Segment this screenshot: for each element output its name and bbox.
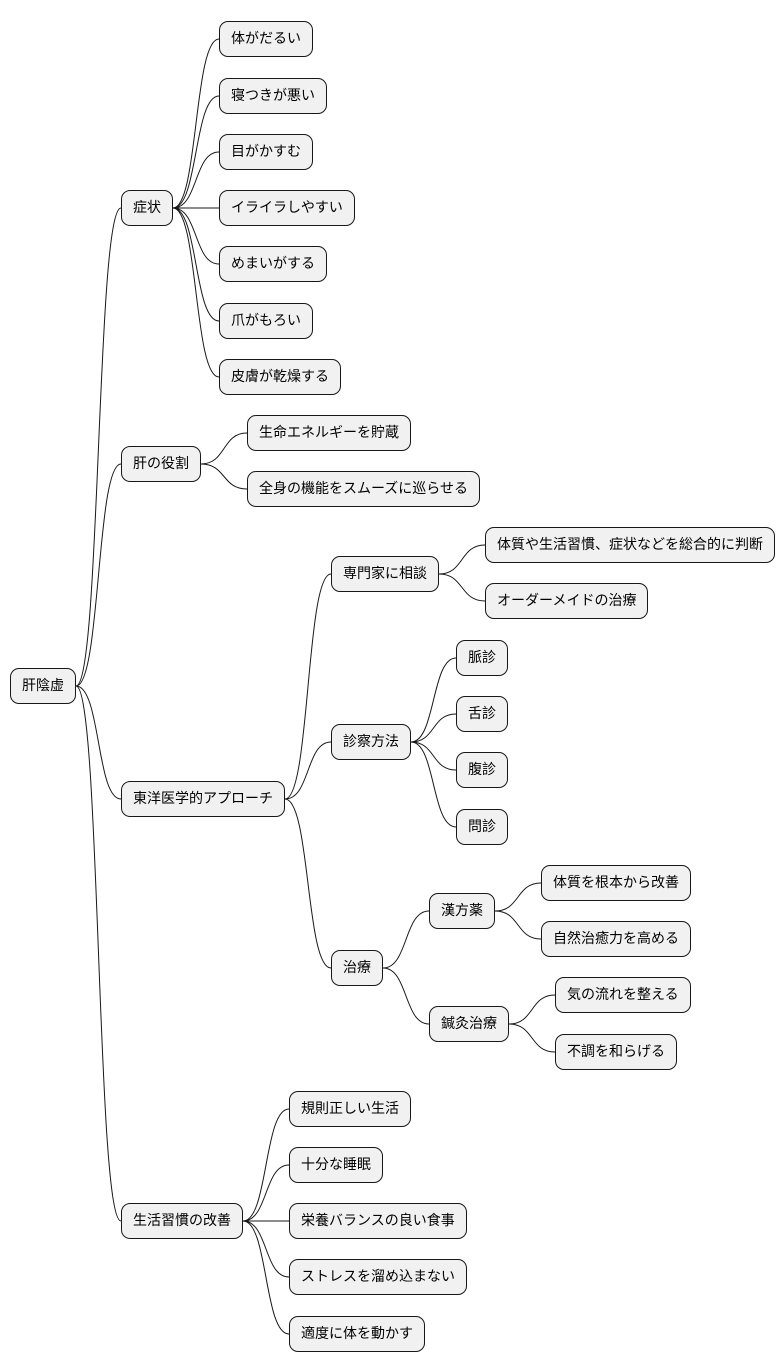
node-improve-constitution: 体質を根本から改善 xyxy=(541,865,691,901)
connector-node-role-store-energy xyxy=(200,432,248,465)
node-symptoms: 症状 xyxy=(121,190,173,226)
connector-node-manage-stress xyxy=(242,1220,290,1278)
node-symptom-brittle-nails: 爪がもろい xyxy=(219,303,313,339)
connector-node-ease-discomfort xyxy=(508,1023,556,1053)
node-symptom-blurred-vision: 目がかすむ xyxy=(219,134,313,170)
connector-node-symptom-dizziness xyxy=(172,207,220,265)
node-boost-healing: 自然治癒力を高める xyxy=(541,921,691,957)
node-tongue-diagnosis: 舌診 xyxy=(456,696,508,732)
connector-node-symptom-blurred-vision xyxy=(172,151,220,209)
node-tailored-treatment: オーダーメイドの治療 xyxy=(485,583,649,619)
connector-node-improve-constitution xyxy=(494,882,542,912)
node-pulse-diagnosis: 脈診 xyxy=(456,640,508,676)
connector-node-symptom-fatigue xyxy=(172,38,220,209)
node-interview-diagnosis: 問診 xyxy=(456,809,508,845)
connector-node-interview-diagnosis xyxy=(410,741,457,828)
connector-node-consult-expert xyxy=(284,573,332,800)
connector-node-role-smooth-circulation xyxy=(200,463,248,490)
connector-node-symptom-poor-sleep-onset xyxy=(172,95,220,209)
node-eastern-medicine-approach: 東洋医学的アプローチ xyxy=(121,781,285,817)
node-role-store-energy: 生命エネルギーを貯蔵 xyxy=(247,415,411,451)
node-symptom-fatigue: 体がだるい xyxy=(219,21,313,57)
node-treatment: 治療 xyxy=(331,950,383,986)
connector-node-symptom-brittle-nails xyxy=(172,207,220,322)
node-lifestyle-improvement: 生活習慣の改善 xyxy=(121,1203,243,1239)
connector-node-moderate-exercise xyxy=(242,1220,290,1335)
connector-node-holistic-judgment xyxy=(438,544,486,575)
connector-node-herbal-medicine xyxy=(382,910,430,969)
connector-node-acupuncture xyxy=(382,967,430,1025)
node-examination-methods: 診察方法 xyxy=(331,724,411,760)
node-herbal-medicine: 漢方薬 xyxy=(429,893,495,929)
connector-node-treatment xyxy=(284,798,332,969)
node-enough-sleep: 十分な睡眠 xyxy=(289,1147,383,1183)
connector-node-regular-life xyxy=(242,1108,290,1222)
node-regulate-qi-flow: 気の流れを整える xyxy=(555,977,691,1013)
node-holistic-judgment: 体質や生活習慣、症状などを総合的に判断 xyxy=(485,527,775,563)
connector-node-abdominal-diagnosis xyxy=(410,741,457,771)
node-ease-discomfort: 不調を和らげる xyxy=(555,1034,677,1070)
connector-node-tailored-treatment xyxy=(438,573,486,602)
connector-node-liver-role xyxy=(75,463,122,687)
node-abdominal-diagnosis: 腹診 xyxy=(456,752,508,788)
connector-node-eastern-medicine-approach xyxy=(75,685,122,800)
node-symptom-dry-skin: 皮膚が乾燥する xyxy=(219,359,341,395)
connector-node-symptoms xyxy=(75,207,122,687)
node-acupuncture: 鍼灸治療 xyxy=(429,1006,509,1042)
node-symptom-dizziness: めまいがする xyxy=(219,246,327,282)
connector-node-boost-healing xyxy=(494,910,542,940)
node-moderate-exercise: 適度に体を動かす xyxy=(289,1316,425,1352)
connector-node-enough-sleep xyxy=(242,1164,290,1222)
node-symptom-irritability: イライラしやすい xyxy=(219,190,355,226)
node-root-kan-inkyo: 肝陰虚 xyxy=(10,668,76,704)
node-consult-expert: 専門家に相談 xyxy=(331,556,439,592)
connector-node-tongue-diagnosis xyxy=(410,713,457,743)
connector-node-pulse-diagnosis xyxy=(410,657,457,743)
node-liver-role: 肝の役割 xyxy=(121,446,201,482)
connector-node-symptom-dry-skin xyxy=(172,207,220,378)
node-regular-life: 規則正しい生活 xyxy=(289,1091,411,1127)
node-balanced-diet: 栄養バランスの良い食事 xyxy=(289,1203,467,1239)
node-symptom-poor-sleep-onset: 寝つきが悪い xyxy=(219,78,327,114)
node-manage-stress: ストレスを溜め込まない xyxy=(289,1259,467,1295)
connector-node-lifestyle-improvement xyxy=(75,685,122,1222)
connector-node-examination-methods xyxy=(284,741,332,800)
node-role-smooth-circulation: 全身の機能をスムーズに巡らせる xyxy=(247,471,481,507)
connector-node-regulate-qi-flow xyxy=(508,994,556,1025)
